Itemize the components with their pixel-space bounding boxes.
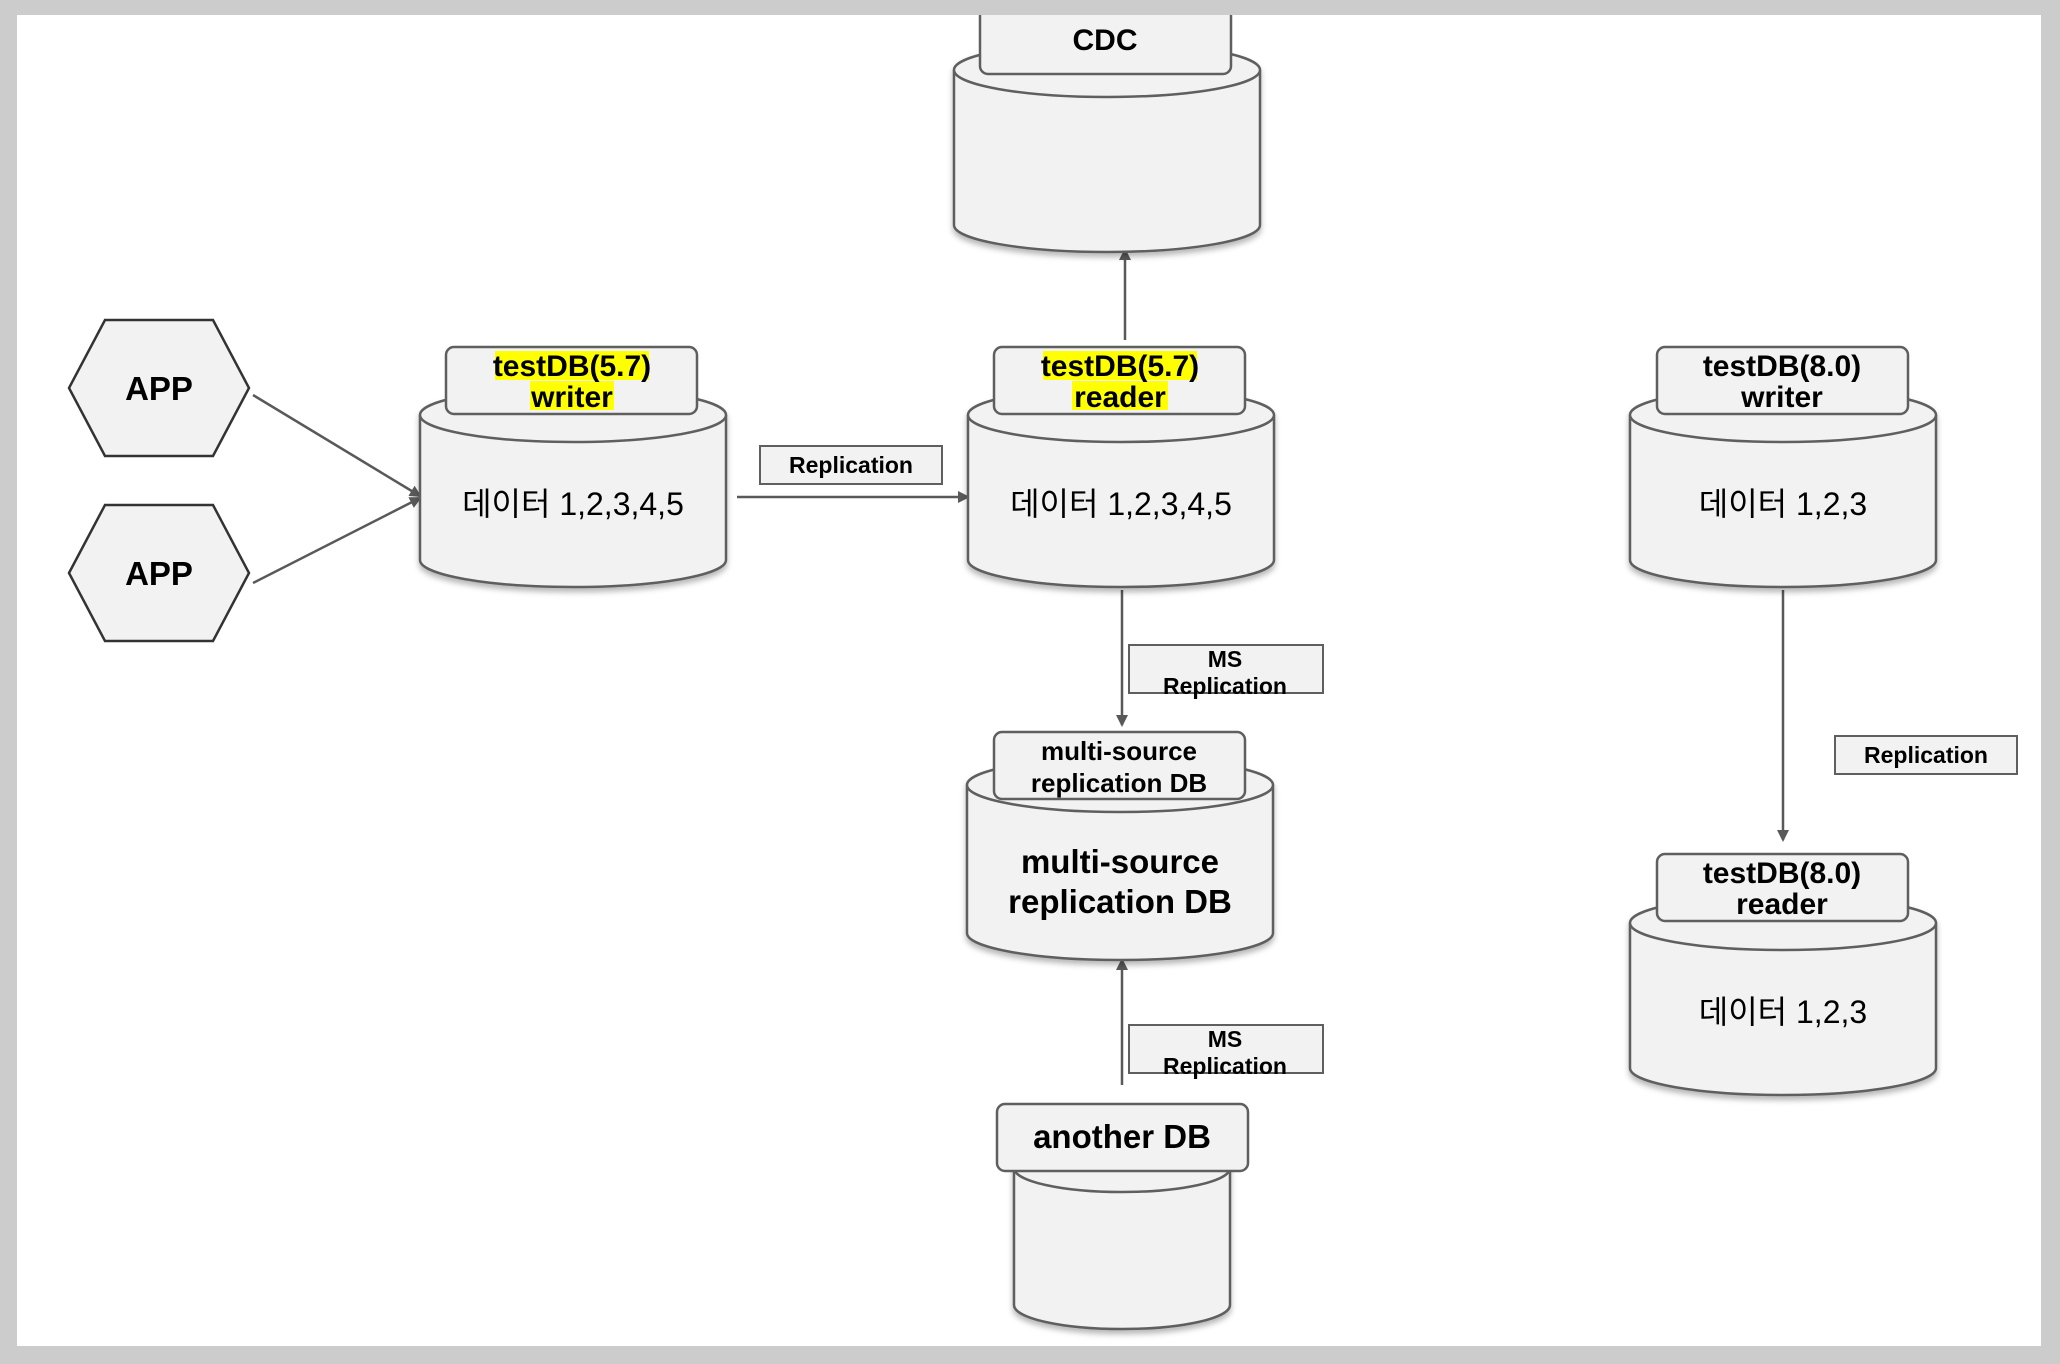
title-highlight xyxy=(1072,381,1168,410)
node-title-box xyxy=(1655,852,1910,923)
edge-label-replication-80: Replication xyxy=(1834,735,2018,775)
node-content: 데이터 1,2,3,4,5 xyxy=(1010,486,1232,522)
svg-text:Replication: Replication xyxy=(1163,673,1287,699)
hexagon-shape xyxy=(67,503,251,643)
edges xyxy=(252,248,1789,1085)
edge-app2-to-writer57 xyxy=(252,496,422,585)
node-content: 데이터 1,2,3 xyxy=(1699,486,1867,522)
node-title-line1: testDB(8.0) xyxy=(1703,350,1861,383)
edge-label-ms-replication-1: MS Replication xyxy=(1128,644,1324,699)
svg-text:Replication: Replication xyxy=(1864,742,1988,768)
edge-app1-to-writer57 xyxy=(252,393,422,498)
node-content: 데이터 1,2,3 xyxy=(1699,994,1867,1030)
another-db-node: another DB xyxy=(995,1102,1250,1331)
title-highlight xyxy=(495,351,649,380)
node-title: CDC xyxy=(1073,24,1138,57)
node-title-box xyxy=(992,730,1247,801)
node-title-line1: testDB(5.7) xyxy=(1041,350,1199,383)
diagram-canvas: APP APP CDC testDB(5.7) writer 데이터 1,2,3… xyxy=(17,5,2041,1346)
node-title-line2: writer xyxy=(1740,381,1823,414)
node-title-line2: reader xyxy=(1736,888,1828,921)
svg-text:MS: MS xyxy=(1208,646,1243,672)
app-node-2: APP xyxy=(67,503,251,643)
svg-text:Replication: Replication xyxy=(789,452,913,478)
writer57-node: testDB(5.7) writer 데이터 1,2,3,4,5 xyxy=(418,345,728,589)
writer80-node: testDB(8.0) writer 데이터 1,2,3 xyxy=(1628,345,1938,589)
hexagon-shape xyxy=(67,318,251,458)
app-label: APP xyxy=(125,555,193,592)
title-highlight xyxy=(530,381,614,410)
svg-text:Replication: Replication xyxy=(1163,1053,1287,1079)
svg-text:MS: MS xyxy=(1208,1026,1243,1052)
cdc-node: CDC xyxy=(952,5,1262,254)
title-highlight xyxy=(1043,351,1197,380)
node-title-box xyxy=(1655,345,1910,416)
edge-label-replication-57: Replication xyxy=(759,445,943,485)
node-title-box xyxy=(995,1102,1250,1173)
node-content: 데이터 1,2,3,4,5 xyxy=(462,486,684,522)
node-title-line2: reader xyxy=(1074,381,1166,414)
node-title-line1: testDB(8.0) xyxy=(1703,857,1861,890)
edge-label-ms-replication-2: MS Replication xyxy=(1128,1024,1324,1079)
node-content-line1: multi-source xyxy=(1021,843,1219,880)
architecture-diagram: APP APP CDC testDB(5.7) writer 데이터 1,2,3… xyxy=(67,5,2018,1331)
node-title-line2: writer xyxy=(530,381,613,414)
node-title-line1: multi-source xyxy=(1041,736,1197,766)
app-node-1: APP xyxy=(67,318,251,458)
node-title-line1: testDB(5.7) xyxy=(493,350,651,383)
msr-node: multi-source replication DB multi-source… xyxy=(965,730,1275,962)
app-label: APP xyxy=(125,370,193,407)
reader57-node: testDB(5.7) reader 데이터 1,2,3,4,5 xyxy=(966,345,1276,589)
node-title-line2: replication DB xyxy=(1031,768,1207,798)
reader80-node: testDB(8.0) reader 데이터 1,2,3 xyxy=(1628,852,1938,1097)
node-title: another DB xyxy=(1033,1118,1211,1155)
node-content-line2: replication DB xyxy=(1008,883,1232,920)
